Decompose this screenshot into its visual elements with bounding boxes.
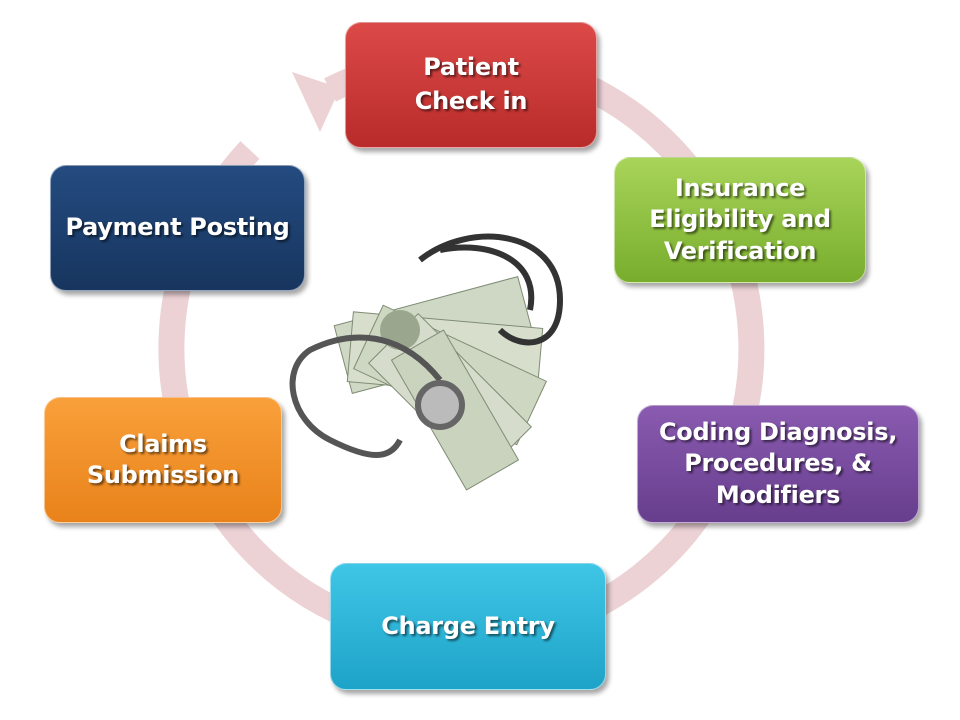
step-label-line: Verification [663, 236, 817, 265]
step-label-line: Eligibility and [649, 205, 831, 234]
step-label-line: Coding Diagnosis, [658, 418, 898, 447]
step-label-line: Procedures, & [684, 449, 872, 478]
step-label-line: Submission [86, 461, 240, 489]
step-label-line: Modifiers [715, 480, 841, 509]
stethoscope-icon [289, 233, 564, 458]
step-patient-check-in: Patient Check in [345, 22, 597, 148]
step-charge-entry: Charge Entry [330, 563, 606, 690]
cycle-arrowhead [292, 72, 340, 132]
step-payment-posting: Payment Posting [50, 165, 305, 291]
step-label-line: Insurance [674, 174, 806, 203]
step-label-line: Charge Entry [381, 611, 555, 640]
step-label-line: Check in [414, 87, 528, 115]
step-label-line: Patient [423, 53, 519, 82]
stethoscope-money-image [289, 233, 564, 491]
step-insurance-eligibility: Insurance Eligibility and Verification [614, 157, 866, 283]
step-claims-submission: Claims Submission [44, 397, 282, 523]
step-coding: Coding Diagnosis, Procedures, & Modifier… [637, 405, 919, 523]
step-label-line: Claims [119, 429, 207, 458]
step-label-line: Payment Posting [65, 213, 290, 242]
